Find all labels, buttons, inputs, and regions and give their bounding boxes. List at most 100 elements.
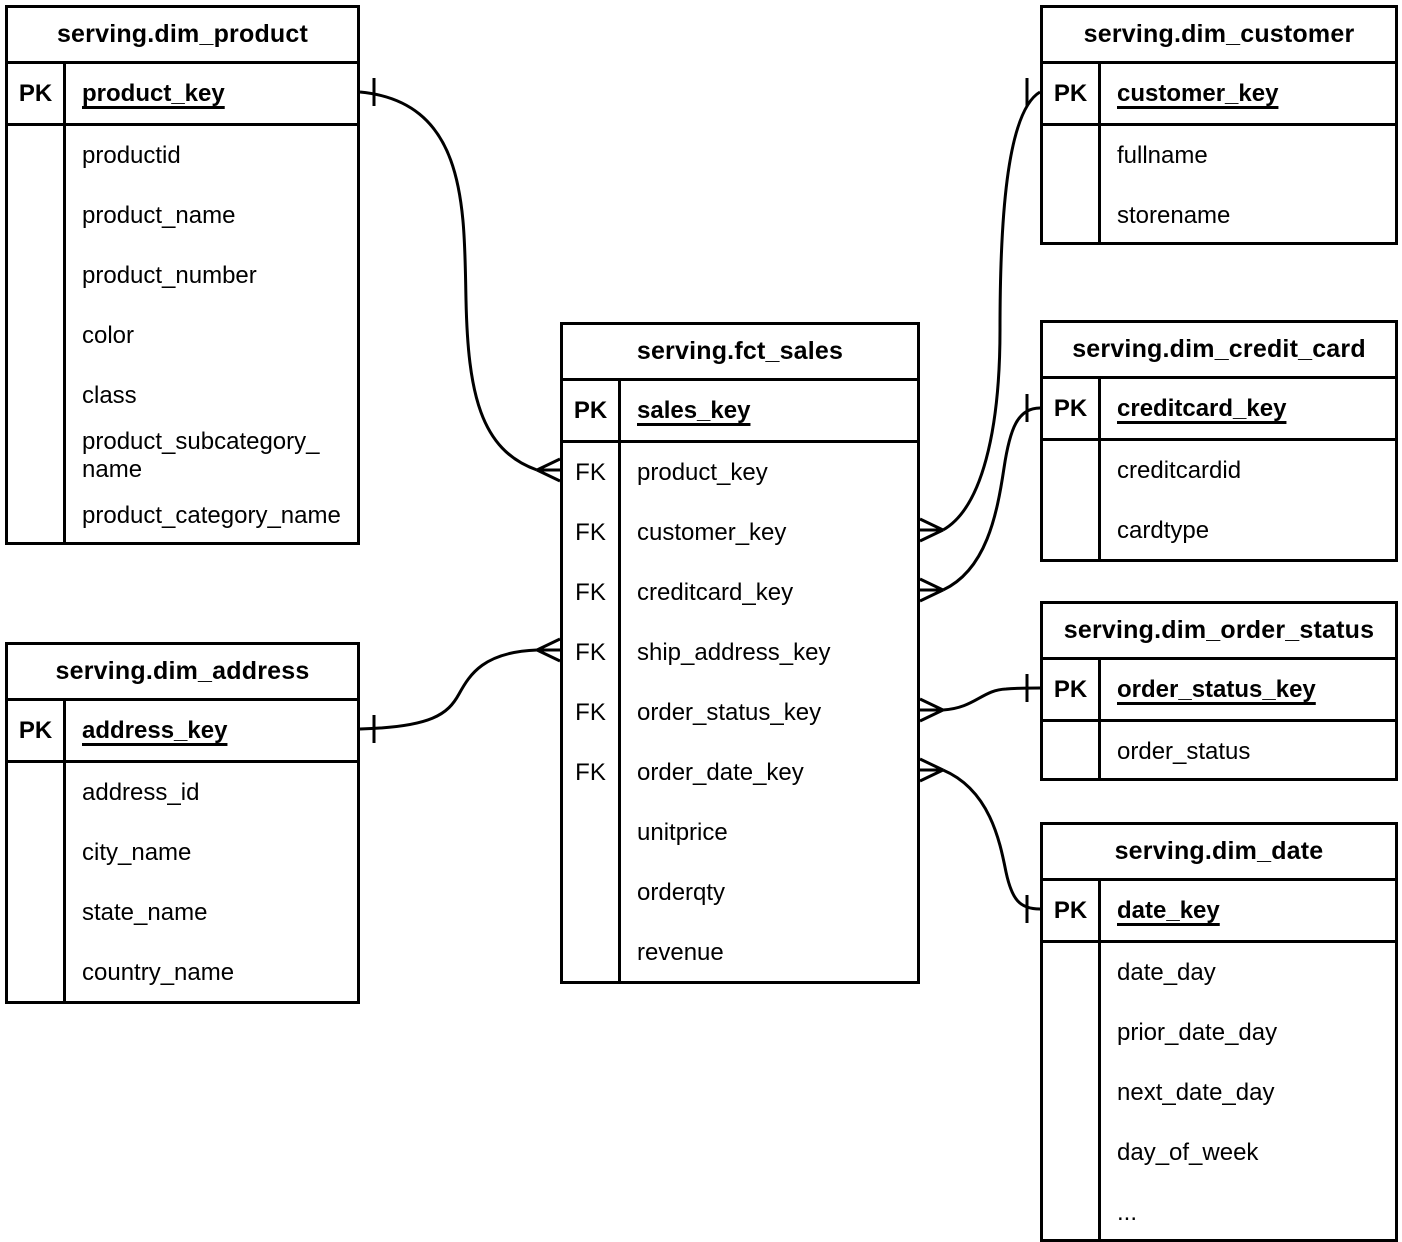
empty-gutter-cell bbox=[8, 306, 63, 366]
table-body-gutter bbox=[1043, 441, 1101, 559]
field-order_date_key: order_date_key bbox=[637, 758, 804, 786]
fk-key-badge: FK bbox=[575, 579, 606, 606]
rel-fct_sales-order_date_key bbox=[919, 757, 1041, 923]
crow-foot-many-icon bbox=[919, 697, 944, 723]
field-color: color bbox=[82, 321, 135, 349]
table-body: order_status bbox=[1043, 722, 1395, 778]
empty-gutter-cell bbox=[8, 426, 63, 486]
field-creditcard_key: creditcard_key bbox=[637, 578, 794, 606]
pk-row: PK product_key bbox=[8, 64, 357, 126]
pk-field-name: address_key bbox=[82, 716, 228, 744]
relationship-line bbox=[359, 648, 538, 731]
fk-key-badge: FK bbox=[575, 699, 606, 726]
rel-fct_sales-creditcard_key bbox=[919, 394, 1041, 603]
field-productid: productid bbox=[82, 141, 181, 169]
table-body-gutter bbox=[1043, 943, 1101, 1239]
field-prior_date_day: prior_date_day bbox=[1117, 1018, 1278, 1046]
field-country_name: country_name bbox=[82, 958, 235, 986]
empty-gutter-cell bbox=[8, 943, 63, 1001]
field-product_name: product_name bbox=[82, 201, 236, 229]
field-order_status: order_status bbox=[1117, 737, 1251, 765]
pk-key-badge: PK bbox=[1043, 881, 1101, 940]
pk-key-badge: PK bbox=[1043, 64, 1101, 123]
empty-gutter-cell bbox=[563, 923, 618, 981]
relationship-line bbox=[942, 90, 1041, 532]
table-dim_address: serving.dim_address PK address_key addre… bbox=[5, 642, 360, 1004]
empty-gutter-cell bbox=[8, 823, 63, 883]
rel-fct_sales-product_key bbox=[359, 78, 561, 483]
table-dim_product: serving.dim_product PK product_key produ… bbox=[5, 5, 360, 545]
table-title: serving.dim_product bbox=[8, 8, 357, 64]
field-date_day: date_day bbox=[1117, 958, 1216, 986]
table-dim_credit_card: serving.dim_credit_card PK creditcard_ke… bbox=[1040, 320, 1398, 562]
field-fullname: fullname bbox=[1117, 141, 1208, 169]
pk-key-badge: PK bbox=[1043, 660, 1101, 719]
crow-foot-many-icon bbox=[919, 517, 944, 543]
crow-foot-many-icon bbox=[536, 637, 561, 663]
field-customer_key: customer_key bbox=[637, 518, 787, 546]
table-fct_sales: serving.fct_sales PK sales_key FK FK FK FK F… bbox=[560, 322, 920, 984]
field-state_name: state_name bbox=[82, 898, 208, 926]
relationship-line bbox=[942, 768, 1041, 911]
table-body-gutter bbox=[1043, 722, 1101, 778]
table-body-fields: order_status bbox=[1101, 722, 1395, 778]
crow-foot-many-icon bbox=[919, 577, 944, 603]
fk-key-badge: FK bbox=[575, 639, 606, 666]
field-order_status_key: order_status_key bbox=[637, 698, 822, 726]
pk-field-name: sales_key bbox=[637, 396, 751, 424]
pk-row: PK sales_key bbox=[563, 381, 917, 443]
table-body-gutter bbox=[8, 126, 66, 542]
field-unitprice: unitprice bbox=[637, 818, 728, 846]
table-body-gutter bbox=[1043, 126, 1101, 242]
pk-field-name: order_status_key bbox=[1117, 675, 1316, 703]
empty-gutter-cell bbox=[8, 186, 63, 246]
empty-gutter-cell bbox=[8, 883, 63, 943]
table-dim_customer: serving.dim_customer PK customer_key ful… bbox=[1040, 5, 1398, 245]
table-title: serving.fct_sales bbox=[563, 325, 917, 381]
rel-fct_sales-ship_address_key bbox=[359, 637, 561, 743]
relationship-line bbox=[942, 686, 1041, 712]
table-body: address_id city_name state_name country_nam… bbox=[8, 763, 357, 1001]
empty-gutter-cell bbox=[1043, 441, 1098, 501]
empty-gutter-cell bbox=[1043, 1063, 1098, 1123]
field-product_category_name: product_category_name bbox=[82, 501, 341, 529]
table-title: serving.dim_customer bbox=[1043, 8, 1395, 64]
field-next_date_day: next_date_day bbox=[1117, 1078, 1275, 1106]
pk-field-name: customer_key bbox=[1117, 79, 1279, 107]
crow-foot-many-icon bbox=[919, 757, 944, 783]
field-city_name: city_name bbox=[82, 838, 192, 866]
empty-gutter-cell bbox=[8, 126, 63, 186]
field-address_id: address_id bbox=[82, 778, 200, 806]
pk-row: PK creditcard_key bbox=[1043, 379, 1395, 441]
pk-row: PK date_key bbox=[1043, 881, 1395, 943]
pk-row: PK order_status_key bbox=[1043, 660, 1395, 722]
field-ship_address_key: ship_address_key bbox=[637, 638, 831, 666]
field-revenue: revenue bbox=[637, 938, 724, 966]
empty-gutter-cell bbox=[563, 803, 618, 863]
table-title: serving.dim_address bbox=[8, 645, 357, 701]
table-body-gutter bbox=[8, 763, 66, 1001]
crow-foot-many-icon bbox=[536, 457, 561, 483]
pk-field-name: creditcard_key bbox=[1117, 394, 1287, 422]
fk-key-badge: FK bbox=[575, 759, 606, 786]
pk-row: PK customer_key bbox=[1043, 64, 1395, 126]
fk-key-badge: FK bbox=[575, 519, 606, 546]
table-body-fields: address_id city_name state_name country_nam… bbox=[66, 763, 357, 1001]
pk-field-name: product_key bbox=[82, 79, 225, 107]
relationship-line bbox=[359, 90, 538, 472]
empty-gutter-cell bbox=[1043, 1123, 1098, 1183]
empty-gutter-cell bbox=[8, 366, 63, 426]
pk-key-badge: PK bbox=[1043, 379, 1101, 438]
pk-key-badge: PK bbox=[563, 381, 621, 440]
pk-field-name: date_key bbox=[1117, 896, 1220, 924]
field-product_number: product_number bbox=[82, 261, 257, 289]
